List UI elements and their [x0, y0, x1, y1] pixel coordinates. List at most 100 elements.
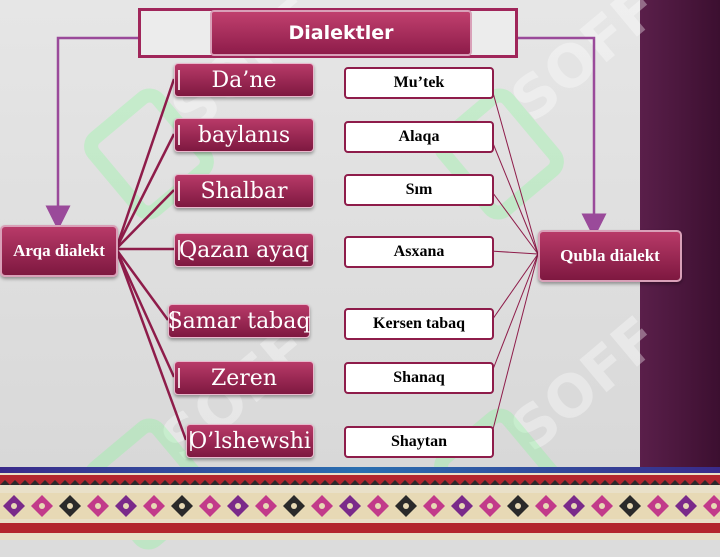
ornament-tooth: [490, 480, 500, 485]
left-term-node: Qazan ayaq: [174, 233, 314, 267]
ornament-tooth: [630, 480, 640, 485]
title-to-left-arrow: [45, 36, 138, 231]
ornament-tooth: [420, 480, 430, 485]
ornament-tooth: [320, 480, 330, 485]
ornament-dot: [347, 503, 353, 509]
ornament-tooth: [210, 480, 220, 485]
ornament-dot: [683, 503, 689, 509]
ornament-tooth: [300, 480, 310, 485]
left-term-node: Shalbar: [174, 174, 314, 208]
title-to-right-arrow: [512, 36, 607, 239]
ornament-tooth: [670, 480, 680, 485]
ornament-tooth: [160, 480, 170, 485]
connector-lines: [45, 36, 607, 442]
right-fan-lines: [489, 81, 539, 442]
ornament-dot: [627, 503, 633, 509]
ornament-dot: [571, 503, 577, 509]
ornament-tooth: [240, 480, 250, 485]
ornament-tooth: [130, 480, 140, 485]
ornament-tooth: [520, 480, 530, 485]
ornament-tooth: [710, 480, 720, 485]
left-term-node: baylanıs: [174, 118, 314, 152]
right-term-node: Mu’tek: [344, 67, 494, 99]
ornament-dot: [487, 503, 493, 509]
ornament-tooth: [80, 480, 90, 485]
ornament-tooth: [480, 480, 490, 485]
ornament-tooth: [0, 480, 10, 485]
ornament-tooth: [110, 480, 120, 485]
ornament-tooth: [190, 480, 200, 485]
ornament-tooth: [590, 480, 600, 485]
left-term-node: Samar tabaq: [168, 304, 310, 338]
ornament-dot: [67, 503, 73, 509]
ornament-tooth: [50, 480, 60, 485]
right-term-node: Alaqa: [344, 121, 494, 153]
ornament-dot: [431, 503, 437, 509]
ornament-tooth: [600, 480, 610, 485]
ornament-tooth: [470, 480, 480, 485]
ornament-tooth: [360, 480, 370, 485]
ornament-tooth: [350, 480, 360, 485]
ornament-tooth: [150, 480, 160, 485]
ornament-border: [0, 467, 720, 540]
ornament-tooth: [400, 480, 410, 485]
ornament-tooth: [170, 480, 180, 485]
ornament-tooth: [460, 480, 470, 485]
ornament-tooth: [620, 480, 630, 485]
ornament-tooth: [100, 480, 110, 485]
right-term-node: Asxana: [344, 236, 494, 268]
ornament-dot: [711, 503, 717, 509]
ornament-tooth: [610, 480, 620, 485]
ornament-tooth: [290, 480, 300, 485]
ornament-tooth: [330, 480, 340, 485]
ornament-tooth: [570, 480, 580, 485]
ornament-tooth: [60, 480, 70, 485]
right-term-node: Sım: [344, 174, 494, 206]
ornament-tooth: [690, 480, 700, 485]
ornament-dot: [263, 503, 269, 509]
ornament-tooth: [430, 480, 440, 485]
ornament-dot: [39, 503, 45, 509]
ornament-tooth: [680, 480, 690, 485]
ornament-tooth: [540, 480, 550, 485]
ornament-dot: [655, 503, 661, 509]
ornament-tooth: [340, 480, 350, 485]
ornament-tooth: [370, 480, 380, 485]
ornament-tooth: [650, 480, 660, 485]
ornament-tooth: [250, 480, 260, 485]
right-term-node: Shaytan: [344, 426, 494, 458]
ornament-tooth: [380, 480, 390, 485]
ornament-tooth: [560, 480, 570, 485]
ornament-tooth: [500, 480, 510, 485]
left-term-node: Zeren: [174, 361, 314, 395]
ornament-tooth: [510, 480, 520, 485]
ornament-tooth: [200, 480, 210, 485]
ornament-tooth: [180, 480, 190, 485]
left-term-node: O’lshewshi: [186, 424, 314, 458]
diagram-title: Dialektler: [210, 10, 472, 56]
ornament-dot: [235, 503, 241, 509]
ornament-tooth: [440, 480, 450, 485]
ornament-tooth: [410, 480, 420, 485]
ornament-dot: [95, 503, 101, 509]
ornament-dot: [515, 503, 521, 509]
ornament-tooth: [30, 480, 40, 485]
ornament-tooth: [10, 480, 20, 485]
ornament-tooth: [580, 480, 590, 485]
ornament-tooth: [140, 480, 150, 485]
ornament-tooth: [70, 480, 80, 485]
ornament-dot: [11, 503, 17, 509]
ornament-tooth: [90, 480, 100, 485]
ornament-tooth: [530, 480, 540, 485]
ornament-tooth: [120, 480, 130, 485]
left-fan-lines: [114, 78, 188, 441]
ornament-dot: [123, 503, 129, 509]
ornament-dot: [179, 503, 185, 509]
ornament-dot: [599, 503, 605, 509]
ornament-dot: [375, 503, 381, 509]
ornament-top-stripe: [0, 467, 720, 473]
ornament-tooth: [640, 480, 650, 485]
ornament-tooth: [280, 480, 290, 485]
ornament-tooth: [40, 480, 50, 485]
right-term-node: Kersen tabaq: [344, 308, 494, 340]
